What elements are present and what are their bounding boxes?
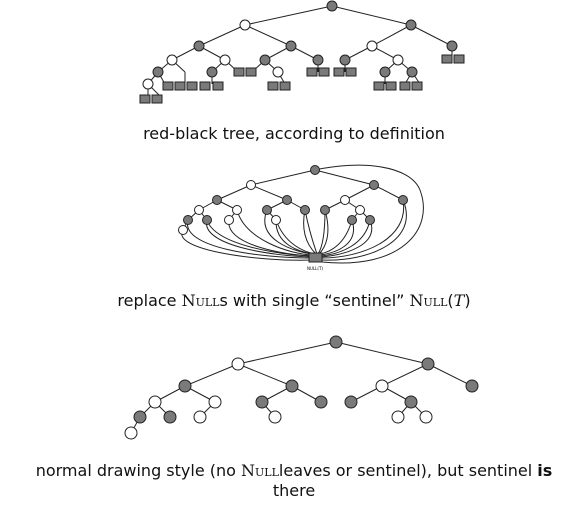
caption-tree-definition: red-black tree, according to definition	[143, 124, 445, 143]
tree-with-sentinel: NULL(T)	[178, 164, 424, 271]
caption-sentinel: replace Nulls with single “sentinel” Nul…	[117, 291, 471, 310]
caption-normal-style: normal drawing style (no Nullleaves or s…	[35, 461, 553, 500]
sentinel-label: NULL(T)	[307, 266, 323, 271]
tree-normal-style	[124, 335, 479, 440]
tree-with-null-leaves	[139, 0, 465, 104]
sentinel-node	[308, 252, 323, 263]
